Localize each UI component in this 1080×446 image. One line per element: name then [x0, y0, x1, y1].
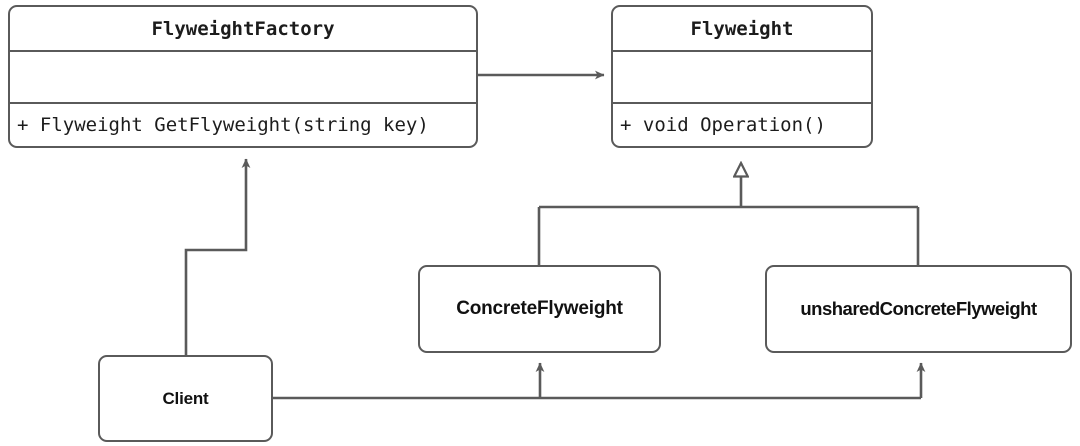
class-box-unshared-concrete-flyweight[interactable]: unsharedConcreteFlyweight [765, 265, 1072, 353]
class-name-flyweight-factory: FlyweightFactory [151, 17, 335, 40]
class-attributes-flyweight [613, 50, 871, 102]
class-box-concrete-flyweight[interactable]: ConcreteFlyweight [418, 265, 661, 353]
class-name-flyweight: Flyweight [690, 17, 794, 40]
edge-client-to-factory [184, 158, 251, 355]
class-box-client[interactable]: Client [98, 355, 273, 442]
class-name-concrete-flyweight: ConcreteFlyweight [456, 298, 623, 319]
class-box-flyweight-factory[interactable]: FlyweightFactory + Flyweight GetFlyweigh… [8, 5, 478, 148]
class-box-flyweight[interactable]: Flyweight + void Operation() [611, 5, 873, 148]
class-operations-flyweight-factory: + Flyweight GetFlyweight(string key) [10, 102, 476, 146]
class-attributes-flyweight-factory [10, 50, 476, 102]
class-operations-flyweight: + void Operation() [613, 102, 871, 146]
class-name-unshared-concrete-flyweight: unsharedConcreteFlyweight [800, 298, 1037, 319]
class-name-client: Client [162, 388, 209, 408]
